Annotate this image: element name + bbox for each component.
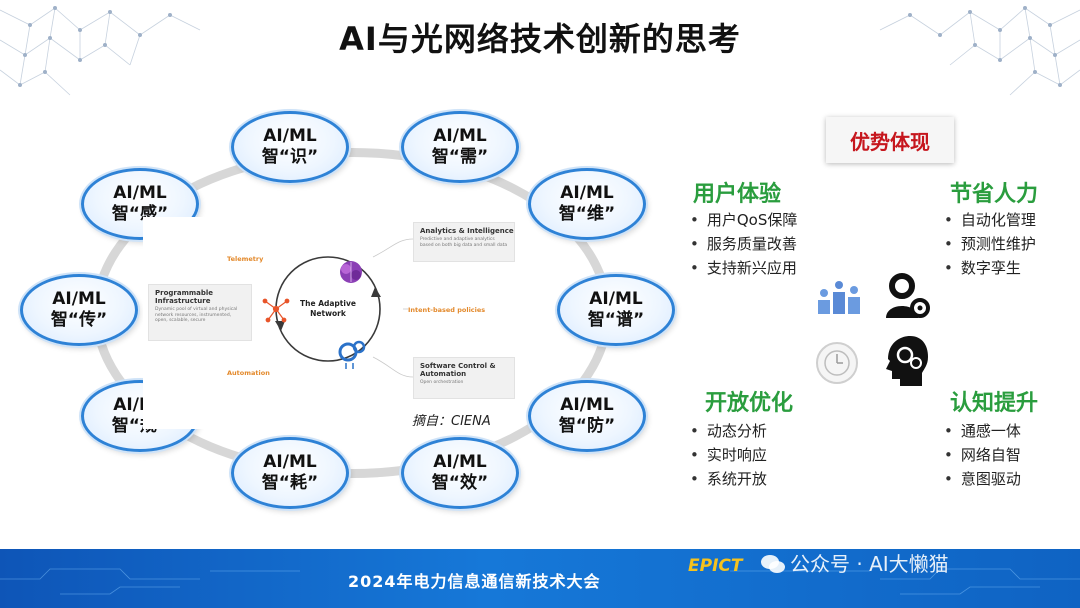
node-zhi-fang: AI/ML 智“防” [528, 380, 646, 452]
list-item: 动态分析 [690, 419, 767, 443]
adaptive-network-diagram: Programmable Infrastructure Dynamic pool… [143, 217, 518, 429]
wechat-icon [761, 555, 785, 573]
box-subtitle: Predictive and adaptive analytics based … [420, 237, 508, 248]
list-item: 系统开放 [690, 467, 767, 491]
telemetry-label: Telemetry [227, 255, 264, 263]
node-line2: 智“传” [50, 310, 108, 330]
list-item: 通感一体 [944, 419, 1021, 443]
node-line2: 智“维” [558, 204, 616, 224]
gears-icon [338, 340, 366, 369]
box-subtitle: Open orchestration [420, 380, 464, 385]
analytics-intelligence-box: Analytics & Intelligence Predictive and … [413, 222, 515, 262]
list-item: 数字孪生 [944, 256, 1036, 280]
node-zhi-wei: AI/ML 智“维” [528, 168, 646, 240]
infrastructure-network-icon [262, 298, 290, 323]
group-title-user-experience: 用户体验 [693, 182, 782, 207]
node-zhi-gan: AI/ML 智“感” [81, 168, 199, 240]
cognition-list: 通感一体 网络自智 意图驱动 [944, 419, 1021, 491]
advantages-heading: 优势体现 [826, 117, 954, 163]
node-zhi-hao: AI/ML 智“耗” [231, 437, 349, 509]
footer-banner [0, 549, 1080, 608]
node-line1: AI/ML [263, 126, 317, 146]
node-zhi-shi: AI/ML 智“识” [231, 111, 349, 183]
list-item: 用户QoS保障 [690, 208, 798, 232]
node-line1: AI/ML [560, 183, 614, 203]
box-subtitle: Dynamic pool of virtual and physical net… [155, 307, 238, 323]
source-credit: 摘自：CIENA [412, 414, 491, 429]
group-title-save-labor: 节省人力 [950, 182, 1039, 207]
group-title-cognition: 认知提升 [950, 391, 1039, 416]
epict-logo: EPICT [688, 556, 743, 576]
open-optimization-list: 动态分析 实时响应 系统开放 [690, 419, 767, 491]
circuit-decoration [0, 568, 1080, 595]
list-item: 实时响应 [690, 443, 767, 467]
list-item: 支持新兴应用 [690, 256, 797, 280]
node-line2: 智“需” [431, 147, 489, 167]
list-item: 服务质量改善 [690, 232, 797, 256]
list-item: 预测性维护 [944, 232, 1036, 256]
automation-label: Automation [227, 369, 270, 377]
node-line1: AI/ML [433, 452, 487, 472]
list-item: 网络自智 [944, 443, 1021, 467]
node-line2: 智“谱” [587, 310, 645, 330]
clock-icon [816, 342, 858, 384]
intent-policies-label: Intent-based policies [408, 306, 486, 314]
node-line2: 智“效” [431, 473, 489, 493]
node-line1: AI/ML [433, 126, 487, 146]
node-zhi-xu: AI/ML 智“需” [401, 111, 519, 183]
save-labor-list: 自动化管理 预测性维护 数字孪生 [944, 208, 1036, 280]
team-podium-icon [818, 281, 860, 314]
node-line1: AI/ML [113, 183, 167, 203]
node-line2: 智“识” [261, 147, 319, 167]
box-title: Programmable Infrastructure [155, 289, 214, 305]
node-line2: 智“耗” [261, 473, 319, 493]
node-zhi-xiao: AI/ML 智“效” [401, 437, 519, 509]
adaptive-cycle-graphic [262, 238, 414, 378]
list-item: 意图驱动 [944, 467, 1021, 491]
node-line1: AI/ML [560, 395, 614, 415]
box-title: Software Control & Automation [420, 362, 496, 378]
network-decoration-left [0, 6, 201, 96]
programmable-infrastructure-box: Programmable Infrastructure Dynamic pool… [148, 284, 252, 341]
node-zhi-chuan: AI/ML 智“传” [20, 274, 138, 346]
node-line1: AI/ML [589, 289, 643, 309]
node-line1: AI/ML [52, 289, 106, 309]
network-decoration-right [879, 6, 1080, 96]
robot-worker-icon [886, 273, 930, 318]
watermark-text: 公众号 · AI大懒猫 [790, 552, 949, 576]
box-title: Analytics & Intelligence [420, 227, 514, 235]
node-line2: 智“防” [558, 416, 616, 436]
head-gears-icon [886, 336, 928, 386]
adaptive-network-title: The Adaptive Network [300, 299, 356, 318]
software-control-box: Software Control & Automation Open orche… [413, 357, 515, 399]
list-item: 自动化管理 [944, 208, 1036, 232]
conference-title: 2024年电力信息通信新技术大会 [348, 572, 601, 591]
brain-icon [340, 261, 362, 283]
group-title-open-optimization: 开放优化 [705, 391, 794, 416]
node-line1: AI/ML [263, 452, 317, 472]
page-title: AI与光网络技术创新的思考 [339, 20, 741, 58]
node-zhi-pu: AI/ML 智“谱” [557, 274, 675, 346]
user-experience-list: 用户QoS保障 服务质量改善 支持新兴应用 [690, 208, 798, 280]
